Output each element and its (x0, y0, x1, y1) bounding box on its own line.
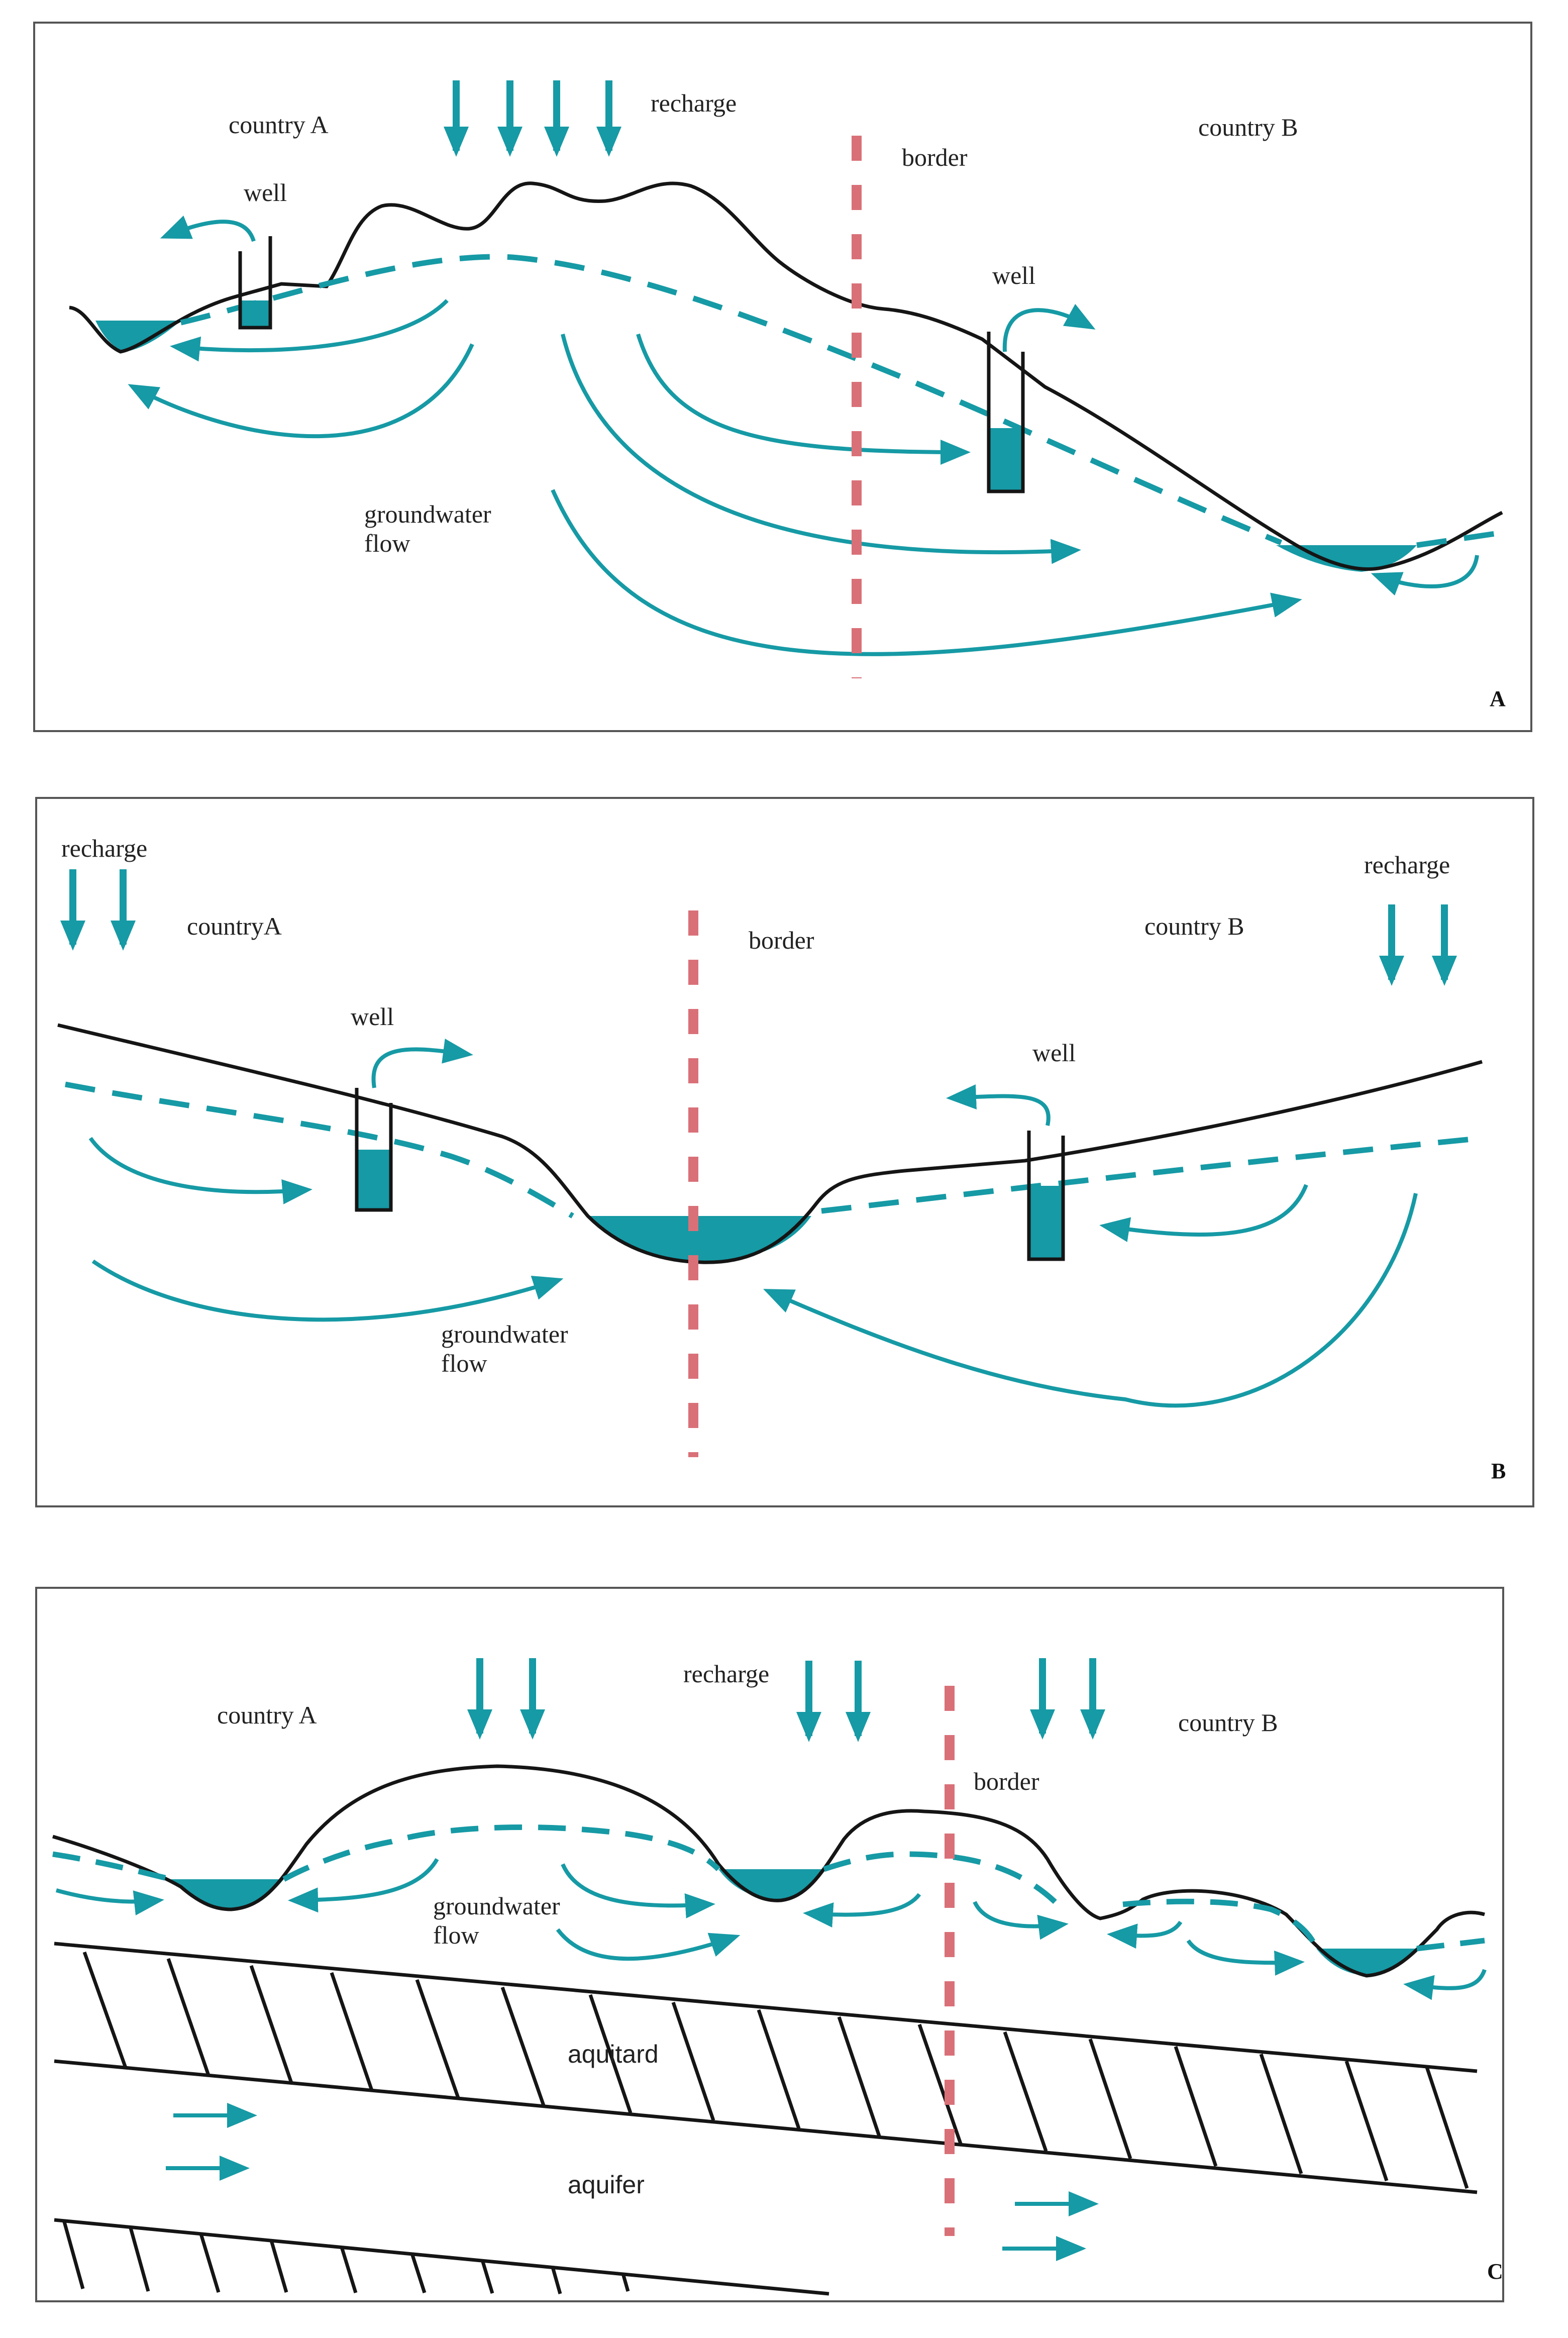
panel-a-recharge-label: recharge (651, 89, 737, 117)
panel-b-ground-surface (57, 1023, 1483, 1264)
panel-c-flow-arrows (55, 1858, 1487, 2000)
panel-b-border-label: border (749, 926, 814, 954)
panel-c-aquitard-label: aquitard (568, 2040, 659, 2068)
panel-b: recharge countryA border country B recha… (35, 797, 1534, 1507)
panel-c-pool-2 (718, 1869, 824, 1900)
panel-a-country-a-label: country A (229, 111, 329, 139)
panel-c-letter: C (1487, 2259, 1503, 2284)
panel-a-flow-arrows (128, 299, 1479, 656)
panel-b-frame (35, 797, 1534, 1507)
panel-a: country A recharge border country B well… (33, 22, 1532, 732)
panel-a-pump-arrow-left (160, 215, 256, 242)
panel-a-flow-label-line1: groundwater (364, 500, 491, 528)
panel-a-well-right (987, 332, 1025, 493)
panel-c-lower-layer (54, 2218, 829, 2296)
panel-c-aquifer-arrows (166, 2103, 1099, 2261)
panel-a-recharge-arrows (444, 80, 621, 157)
panel-c-recharge-arrows (467, 1658, 1105, 1742)
panel-b-well-right (1027, 1131, 1065, 1261)
panel-c-country-b-label: country B (1178, 1708, 1278, 1737)
panel-b-well-right-label: well (1032, 1039, 1076, 1067)
panel-c-recharge-label: recharge (683, 1660, 769, 1688)
panel-a-border-label: border (902, 143, 968, 171)
panel-a-water-table (180, 254, 1503, 548)
panel-c: country A recharge country B border grou… (35, 1587, 1504, 2302)
panel-c-border-label: border (974, 1767, 1039, 1795)
panel-c-country-a-label: country A (217, 1701, 317, 1729)
panel-b-pump-arrow-left (371, 1039, 473, 1088)
panel-a-ground-surface (69, 181, 1503, 571)
panel-c-flow-label-line1: groundwater (433, 1892, 560, 1920)
panel-b-recharge-left-label: recharge (61, 834, 147, 862)
panel-a-well-right-label: well (992, 261, 1035, 289)
panel-b-flow-label-line2: flow (441, 1349, 487, 1377)
panel-b-country-a-label: countryA (187, 912, 282, 940)
panel-c-aquitard-layer (54, 1942, 1478, 2194)
panel-a-letter: A (1490, 686, 1506, 711)
panel-a-left-pool (95, 321, 181, 352)
panel-a-flow-label-line2: flow (364, 529, 410, 557)
panel-b-stream-pool (588, 1216, 811, 1263)
panel-b-well-left-label: well (351, 1002, 394, 1031)
panel-a-country-b-label: country B (1198, 113, 1298, 141)
panel-b-well-left (355, 1088, 393, 1212)
panel-b-country-b-label: country B (1144, 912, 1244, 940)
panel-b-recharge-arrows (60, 869, 1457, 986)
panel-b-flow-arrows (88, 1137, 1418, 1408)
panel-b-recharge-right-label: recharge (1364, 851, 1450, 879)
panel-a-pump-arrow-right (1002, 303, 1096, 352)
panel-c-aquifer-label: aquifer (568, 2171, 645, 2199)
panel-b-pump-arrow-right (946, 1084, 1051, 1126)
panel-b-letter: B (1491, 1459, 1506, 1483)
panel-c-flow-label-line2: flow (433, 1921, 479, 1949)
panel-a-well-left-label: well (244, 178, 287, 207)
panel-a-well-left (238, 236, 272, 330)
panel-c-water-table (52, 1824, 1485, 1952)
panel-c-frame (35, 1587, 1504, 2302)
panel-a-frame (33, 22, 1532, 732)
panel-b-flow-label-line1: groundwater (441, 1320, 568, 1348)
panel-b-water-table (64, 1081, 1483, 1218)
